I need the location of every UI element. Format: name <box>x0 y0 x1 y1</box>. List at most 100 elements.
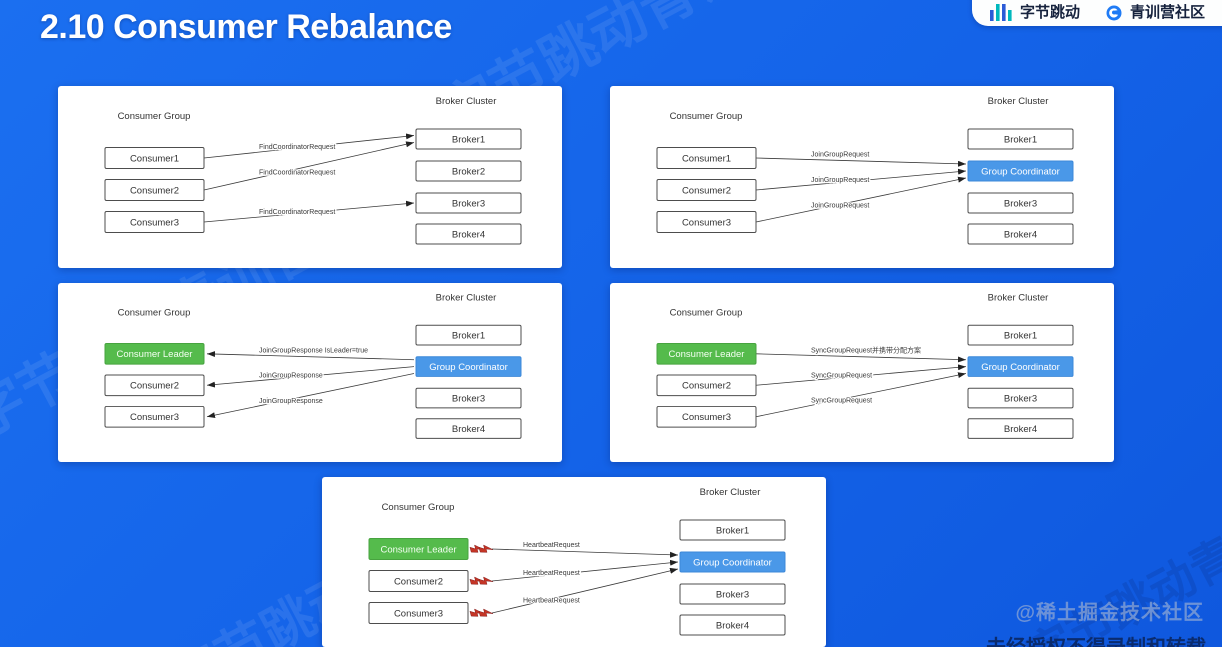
lightning-bolt-icon <box>478 608 494 617</box>
message-arrow-label: JoinGroupRequest <box>811 177 869 184</box>
message-arrow <box>206 373 415 419</box>
diagram-canvas: Consumer Group Broker ClusterHeartbeatReq… <box>368 487 786 636</box>
consumer-box <box>104 374 205 397</box>
message-arrow <box>203 200 415 223</box>
broker-box-label: Broker3 <box>452 392 485 403</box>
broker-cluster-label: Broker Cluster <box>436 96 497 107</box>
broker-box <box>415 418 522 439</box>
message-arrow-label: SyncGroupRequest <box>811 398 872 405</box>
broker-box-label: Group Coordinator <box>429 361 508 372</box>
consumer-box-label: Consumer2 <box>682 185 731 196</box>
group-coordinator-box <box>967 356 1074 377</box>
message-arrow-label: HeartbeatRequest <box>523 570 580 577</box>
bytedance-logo-icon <box>990 3 1012 21</box>
consumer-box-label: Consumer Leader <box>669 348 745 359</box>
broker-cluster-label: Broker Cluster <box>700 487 761 498</box>
broker-box <box>415 192 522 214</box>
broker-box-label: Broker1 <box>1004 329 1037 340</box>
consumer-box-label: Consumer3 <box>394 608 443 619</box>
consumer-group-label: Consumer Group <box>670 307 743 318</box>
message-arrow-label: SyncGroupRequest并携带分配方案 <box>811 345 921 354</box>
copyright-notice: 未经授权不得录制和转载 <box>986 631 1206 647</box>
consumer-box <box>368 570 469 592</box>
consumer-box-label: Consumer1 <box>682 153 731 164</box>
broker-box-label: Broker3 <box>1004 392 1037 403</box>
message-arrow-label: HeartbeatRequest <box>523 542 580 549</box>
broker-cluster-label: Broker Cluster <box>436 292 497 303</box>
consumer-group-label: Consumer Group <box>382 502 455 513</box>
consumer-box <box>104 147 205 169</box>
group-coordinator-box <box>415 356 522 377</box>
group-coordinator-box <box>679 551 786 573</box>
community-logo-icon <box>1106 5 1122 21</box>
message-arrow <box>755 353 967 363</box>
broker-box-label: Group Coordinator <box>981 361 1060 372</box>
consumer-box-label: Consumer2 <box>130 185 179 196</box>
broker-box-label: Broker4 <box>716 620 749 631</box>
broker-box <box>967 387 1074 409</box>
consumer-box <box>656 179 757 201</box>
consumer-box <box>104 211 205 233</box>
consumer-leader-box <box>104 342 205 365</box>
consumer-leader-box <box>656 342 757 365</box>
message-arrow <box>491 567 679 614</box>
consumer-box <box>104 179 205 201</box>
broker-box <box>967 324 1074 346</box>
consumer-group-label: Consumer Group <box>118 307 191 318</box>
broker-box-label: Broker2 <box>452 166 485 177</box>
message-arrow-label: JoinGroupRequest <box>811 152 869 159</box>
consumer-box-label: Consumer3 <box>682 411 731 422</box>
community-label: 青训营社区 <box>1130 4 1206 21</box>
consumer-box-label: Consumer3 <box>682 217 731 228</box>
message-arrow-label: JoinGroupResponse <box>259 398 323 405</box>
message-arrow-label: JoinGroupRequest <box>811 202 869 209</box>
bytedance-label: 字节跳动 <box>1020 4 1081 21</box>
broker-box-label: Broker4 <box>1004 229 1037 240</box>
broker-box <box>967 128 1074 150</box>
consumer-box-label: Consumer2 <box>394 576 443 587</box>
message-arrow <box>203 133 415 159</box>
consumer-group-label: Consumer Group <box>670 111 743 122</box>
consumer-box <box>656 211 757 233</box>
lightning-bolt-icon <box>478 576 494 585</box>
consumer-box-label: Consumer2 <box>682 380 731 391</box>
lightning-bolt-icon <box>478 544 494 553</box>
message-arrow-label: HeartbeatRequest <box>523 598 580 605</box>
broker-box-label: Broker4 <box>452 423 485 434</box>
broker-box <box>679 519 786 541</box>
broker-box <box>415 324 522 346</box>
broker-box <box>415 160 522 182</box>
diagram-canvas: Consumer Group Broker ClusterJoinGroupRes… <box>104 292 522 439</box>
broker-box-label: Group Coordinator <box>981 166 1060 177</box>
page-title: 2.10 Consumer Rebalance <box>40 8 452 46</box>
broker-box <box>967 192 1074 214</box>
consumer-box <box>656 374 757 397</box>
broker-box-label: Broker4 <box>1004 423 1037 434</box>
message-arrow-label: FindCoordinatorRequest <box>259 144 335 151</box>
broker-box-label: Broker1 <box>452 134 485 145</box>
message-arrow-label: FindCoordinatorRequest <box>259 170 335 177</box>
message-arrow <box>755 372 967 418</box>
broker-box <box>415 387 522 409</box>
message-arrow-label: FindCoordinatorRequest <box>259 209 335 216</box>
consumer-box <box>656 405 757 428</box>
message-arrow-label: SyncGroupRequest <box>811 372 872 379</box>
message-arrow <box>491 548 679 558</box>
message-arrow <box>755 176 967 223</box>
broker-box <box>967 418 1074 439</box>
group-coordinator-box <box>967 160 1074 182</box>
message-arrow <box>755 157 967 167</box>
broker-box <box>415 223 522 245</box>
message-arrow <box>755 364 967 386</box>
consumer-box-label: Consumer2 <box>130 380 179 391</box>
message-arrow <box>491 559 679 582</box>
broker-box-label: Group Coordinator <box>693 557 772 568</box>
consumer-box <box>656 147 757 169</box>
